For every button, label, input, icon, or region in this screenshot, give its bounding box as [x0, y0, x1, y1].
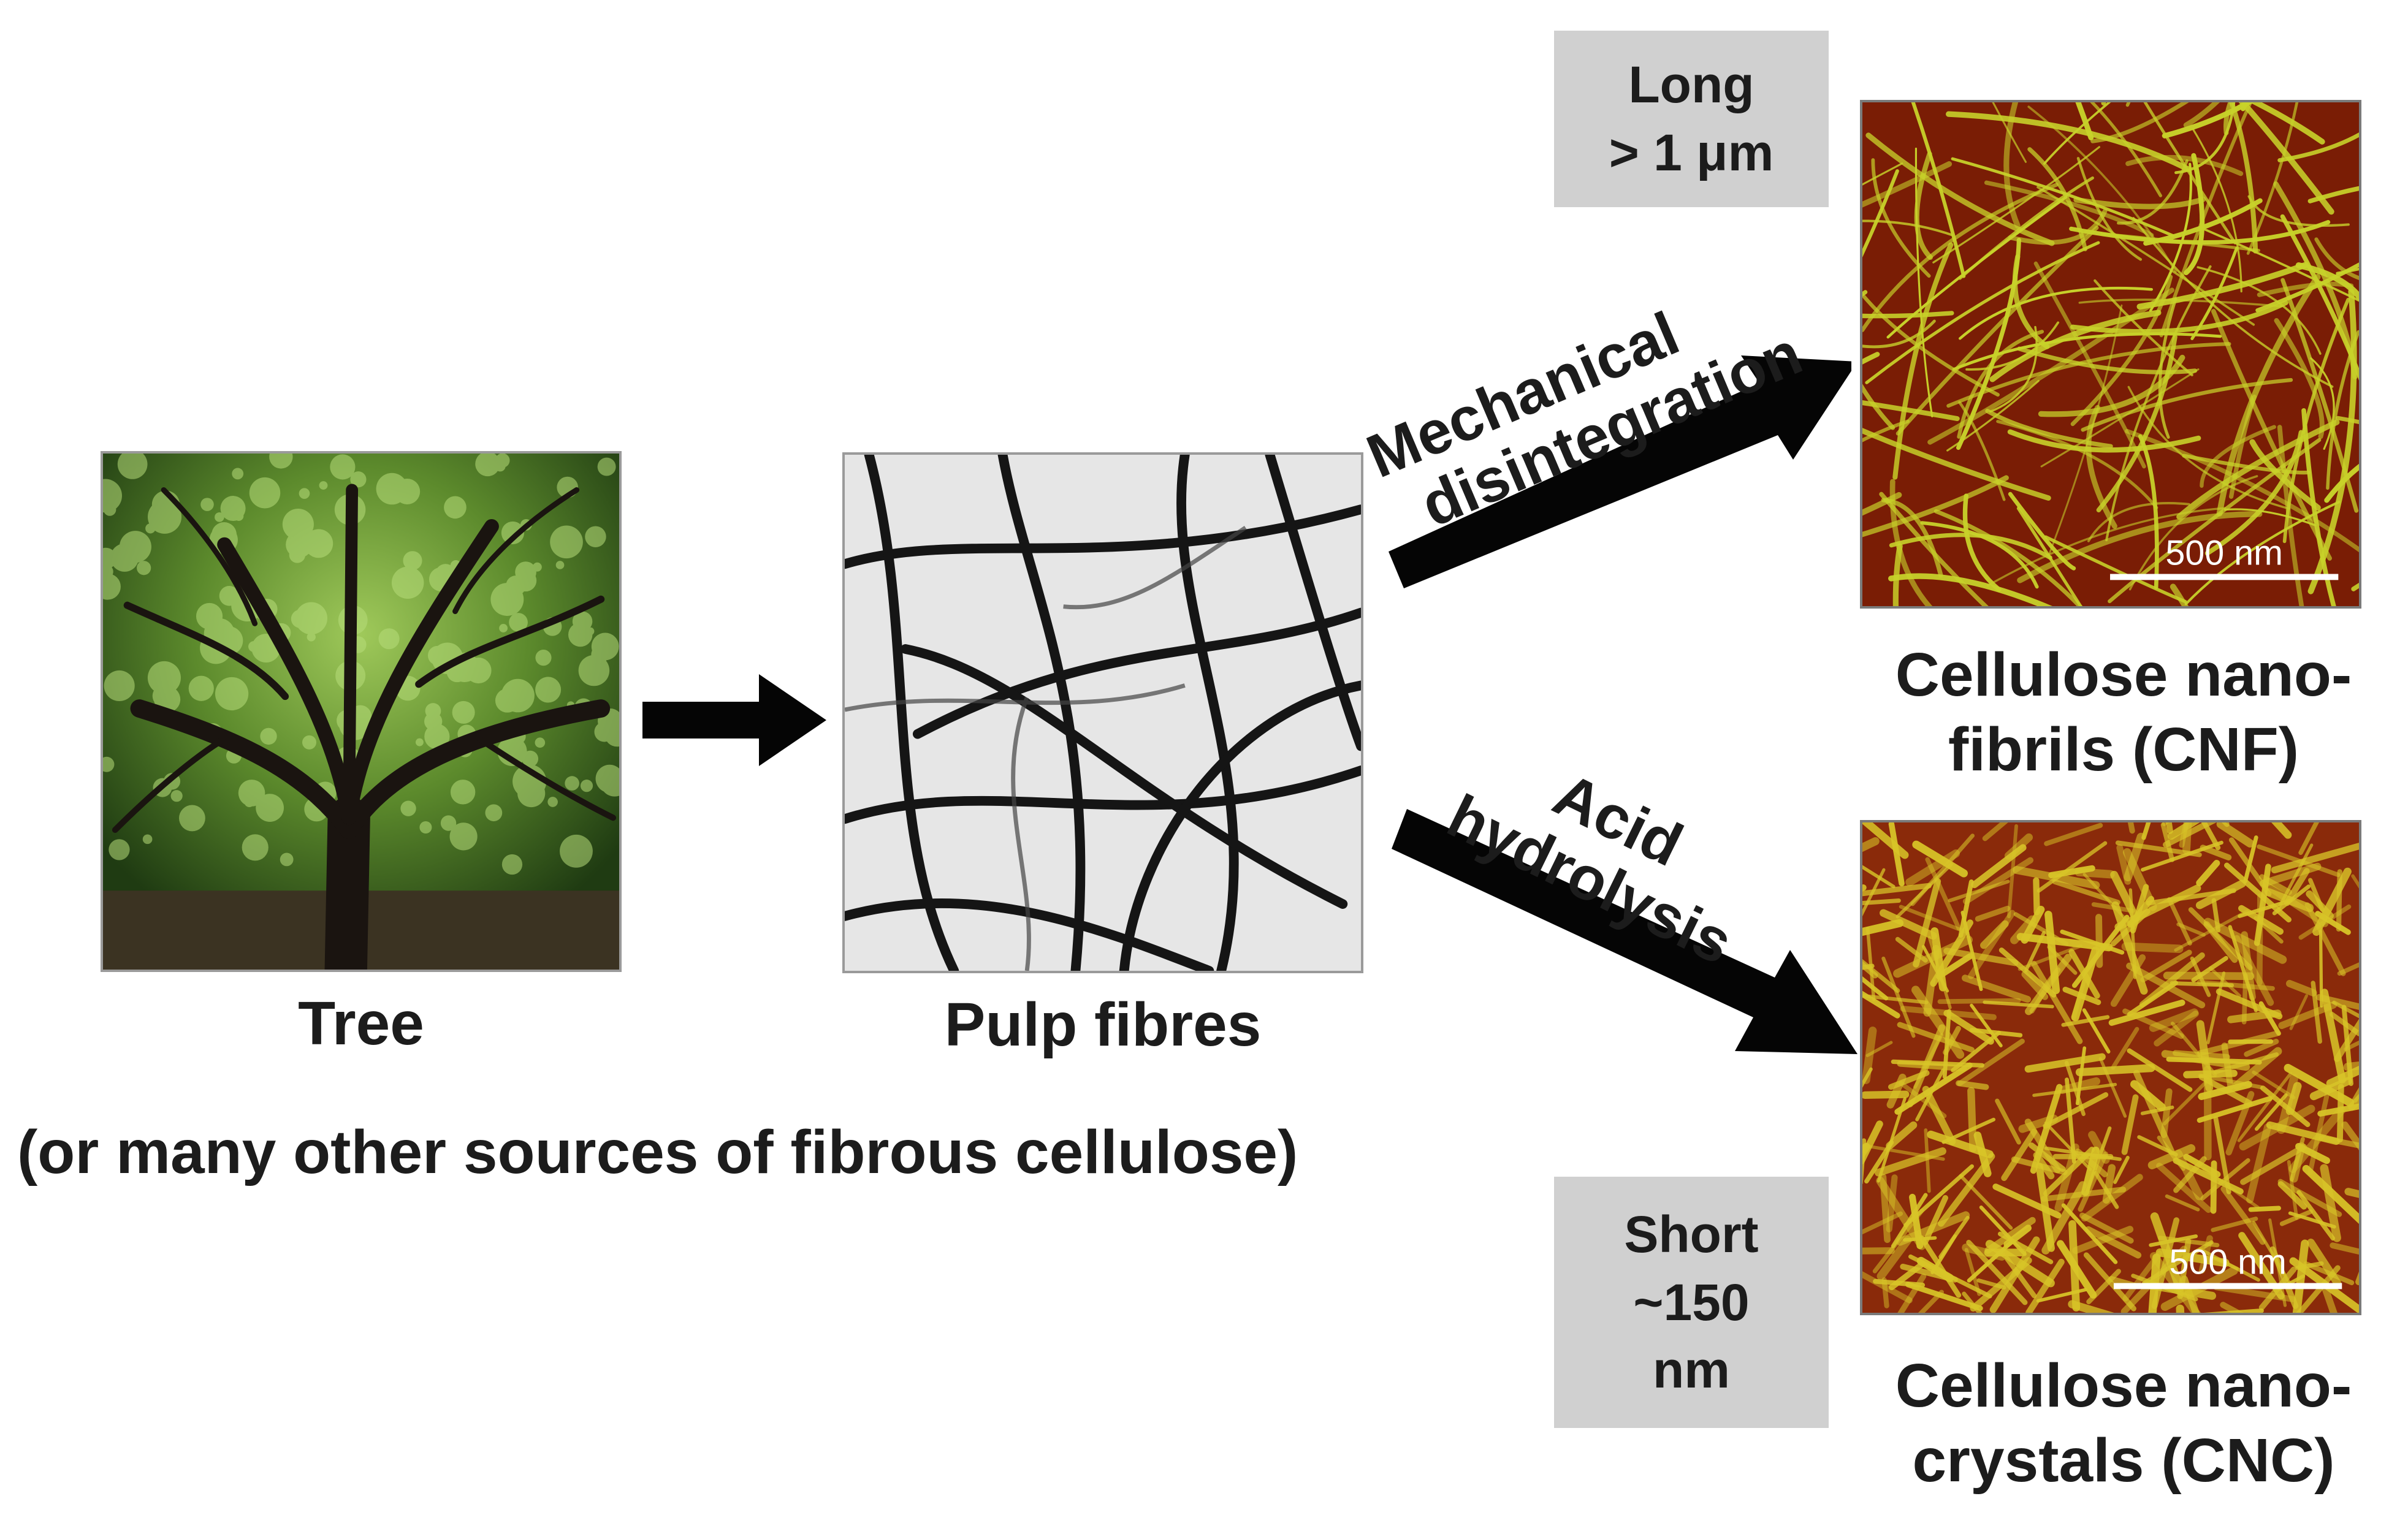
cnf-label: Cellulose nano- fibrils (CNF): [1839, 637, 2408, 787]
cnf-length-line1: Long: [1628, 56, 1755, 114]
cnf-length-line2: > 1 μm: [1609, 124, 1774, 181]
cnf-micrograph: 500 nm: [1860, 100, 2361, 609]
cnf-scale-text: 500 nm: [2165, 534, 2283, 573]
cnf-label-line1: Cellulose nano-: [1895, 640, 2352, 709]
cnc-length-line3: nm: [1653, 1341, 1730, 1399]
cnc-label-line1: Cellulose nano-: [1895, 1351, 2352, 1420]
cnc-length-line1: Short: [1624, 1205, 1759, 1263]
tree-label: Tree: [298, 989, 424, 1058]
pulp-fibres-label: Pulp fibres: [944, 990, 1262, 1059]
pulp-fibres-photo: [842, 452, 1363, 973]
cnf-length-box: Long > 1 μm: [1554, 31, 1829, 207]
arrow-mechanical: [1385, 355, 1851, 601]
sources-note: (or many other sources of fibrous cellul…: [17, 1118, 1298, 1187]
cnc-length-line2: ~150: [1633, 1273, 1750, 1331]
cnc-label: Cellulose nano- crystals (CNC): [1839, 1348, 2408, 1498]
cnc-length-box: Short ~150 nm: [1554, 1177, 1829, 1428]
cnc-scale-text: 500 nm: [2169, 1243, 2286, 1282]
cnc-micrograph: 500 nm: [1860, 820, 2361, 1315]
arrow-tree-to-pulp: [642, 674, 826, 766]
tree-photo: [101, 451, 622, 972]
cnf-label-line2: fibrils (CNF): [1948, 715, 2299, 784]
arrow-acid: [1392, 809, 1857, 1066]
cnc-label-line2: crystals (CNC): [1912, 1426, 2335, 1495]
